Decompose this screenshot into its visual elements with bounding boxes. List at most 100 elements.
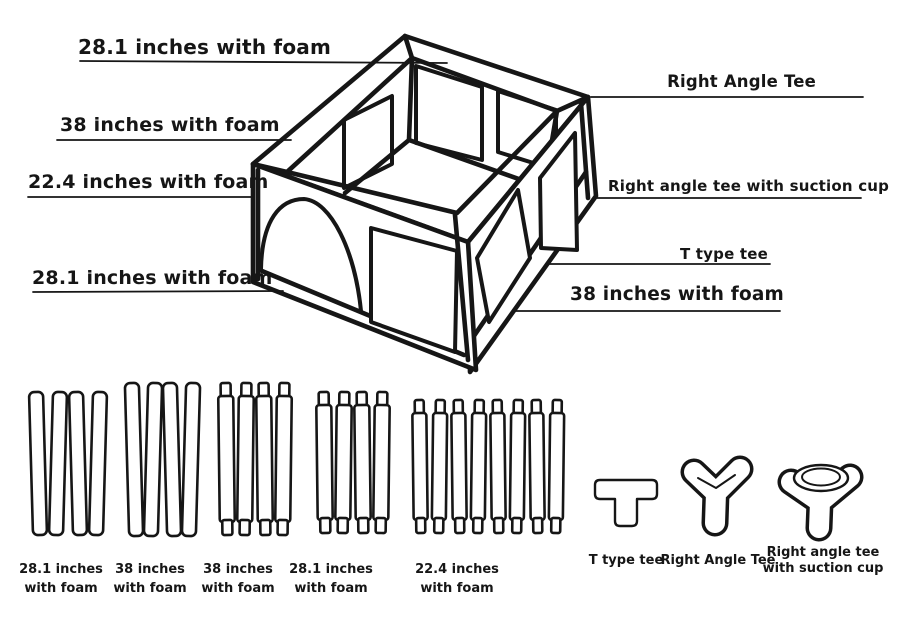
callout-label-top-right: Right Angle Tee <box>667 72 816 91</box>
foam-tube-segment <box>469 411 488 522</box>
tube-group-label-1-line2: with foam <box>24 581 98 596</box>
window-front-left <box>369 226 459 354</box>
foam-tube-segment <box>531 516 544 535</box>
tube-group-label-2: 38 inches with foam <box>85 560 215 598</box>
t-type-tee-icon <box>593 478 659 528</box>
foam-tube <box>123 381 145 538</box>
window-back-right-1 <box>414 64 484 162</box>
foam-tube <box>235 381 256 537</box>
foam-tube <box>528 398 546 535</box>
tube-group-label-4-line1: 28.1 inches <box>289 562 373 577</box>
foam-tube <box>47 390 69 537</box>
callout-label-lower-left: 22.4 inches with foam <box>28 171 269 193</box>
foam-tube-segment <box>414 516 427 535</box>
foam-tube-segment <box>254 394 275 524</box>
callout-label-bottom-left: 28.1 inches with foam <box>32 267 273 289</box>
foam-tube-segment <box>450 411 468 522</box>
foam-tube-segment <box>27 390 49 537</box>
tube-group-label-3: 38 inches with foam <box>173 560 303 598</box>
foam-tube-segment <box>528 411 546 522</box>
foam-tube-segment <box>549 516 562 535</box>
foam-tube-segment <box>180 381 202 538</box>
foam-tube <box>372 390 391 535</box>
leader-bottom-left <box>32 290 284 293</box>
foam-tube-segment <box>220 518 234 537</box>
foam-tube <box>216 381 237 537</box>
connector-label-t-type-text: T type tee <box>588 553 664 568</box>
tube-group-2 <box>123 381 202 538</box>
foam-tube-segment <box>356 516 370 535</box>
foam-tube-segment <box>238 518 252 537</box>
foam-tube-segment <box>235 394 256 524</box>
foam-tube <box>273 381 294 537</box>
tube-group-label-3-line2: with foam <box>201 581 275 596</box>
front-post-inner <box>452 212 471 363</box>
foam-tube <box>547 398 566 535</box>
foam-tube-segment <box>276 518 290 537</box>
foam-tube-segment <box>47 390 69 537</box>
foam-tube-segment <box>372 403 391 522</box>
east-post-inner <box>578 100 591 201</box>
foam-tube <box>353 390 372 535</box>
tube-group-label-5: 22.4 inches with foam <box>392 560 522 598</box>
leader-top-left <box>79 60 448 64</box>
foam-tube-segment <box>87 390 109 537</box>
foam-tube <box>334 390 353 535</box>
foam-tube-segment <box>123 381 145 538</box>
callout-label-mid-left: 38 inches with foam <box>60 114 280 136</box>
right-angle-tee-icon <box>680 455 754 537</box>
foam-tube <box>27 390 49 537</box>
foam-tube <box>180 381 202 538</box>
foam-tube-segment <box>374 516 388 535</box>
rim-corner-east <box>554 94 591 114</box>
foam-tube <box>489 398 507 535</box>
foam-tube-segment <box>336 516 350 535</box>
foam-tube-segment <box>453 516 466 535</box>
foam-tube <box>161 381 183 538</box>
tube-group-label-5-line2: with foam <box>420 581 494 596</box>
foam-tube-segment <box>142 381 164 538</box>
callout-label-top-left: 28.1 inches with foam <box>78 35 331 59</box>
tube-group-label-2-line1: 38 inches <box>115 562 185 577</box>
callout-label-bottom-right: 38 inches with foam <box>570 284 785 305</box>
tube-group-4 <box>315 390 391 535</box>
connector-label-suction-line1: Right angle tee <box>766 545 880 560</box>
t-type-tee-outline <box>593 478 659 528</box>
foam-tube <box>67 390 89 537</box>
foam-tube <box>315 390 334 535</box>
connector-label-right-angle-text: Right Angle Tee <box>660 553 776 568</box>
playpen-drawing <box>250 33 599 375</box>
foam-tube-segment <box>161 381 183 538</box>
right-angle-tee-top-face <box>697 474 736 489</box>
arch-door <box>259 197 363 313</box>
foam-tube-segment <box>547 411 566 522</box>
tube-groups-layer <box>27 381 566 538</box>
tube-group-label-1-line1: 28.1 inches <box>19 562 103 577</box>
foam-tube-segment <box>353 403 372 522</box>
foam-tube-segment <box>315 403 334 522</box>
window-front-right-2 <box>538 131 579 252</box>
connector-label-suction-line2: with suction cup <box>762 561 884 576</box>
tube-group-label-5-line1: 22.4 inches <box>415 562 499 577</box>
foam-tube-segment <box>430 411 449 522</box>
tube-group-1 <box>27 390 109 537</box>
foam-tube <box>469 398 488 535</box>
rim-corner-north <box>402 33 415 61</box>
foam-tube-segment <box>411 411 429 522</box>
foam-tube-segment <box>510 516 523 535</box>
tube-group-3 <box>216 381 294 537</box>
foam-tube <box>254 381 275 537</box>
foam-tube-segment <box>471 516 484 535</box>
foam-tube-segment <box>318 516 332 535</box>
tube-group-5 <box>411 398 566 535</box>
foam-tube-segment <box>432 516 445 535</box>
foam-tube-segment <box>489 411 507 522</box>
leader-lines <box>27 60 864 312</box>
window-back-left <box>342 94 394 190</box>
suction-cup-inner <box>801 467 841 487</box>
foam-tube <box>508 398 527 535</box>
foam-tube <box>450 398 468 535</box>
foam-tube <box>430 398 449 535</box>
